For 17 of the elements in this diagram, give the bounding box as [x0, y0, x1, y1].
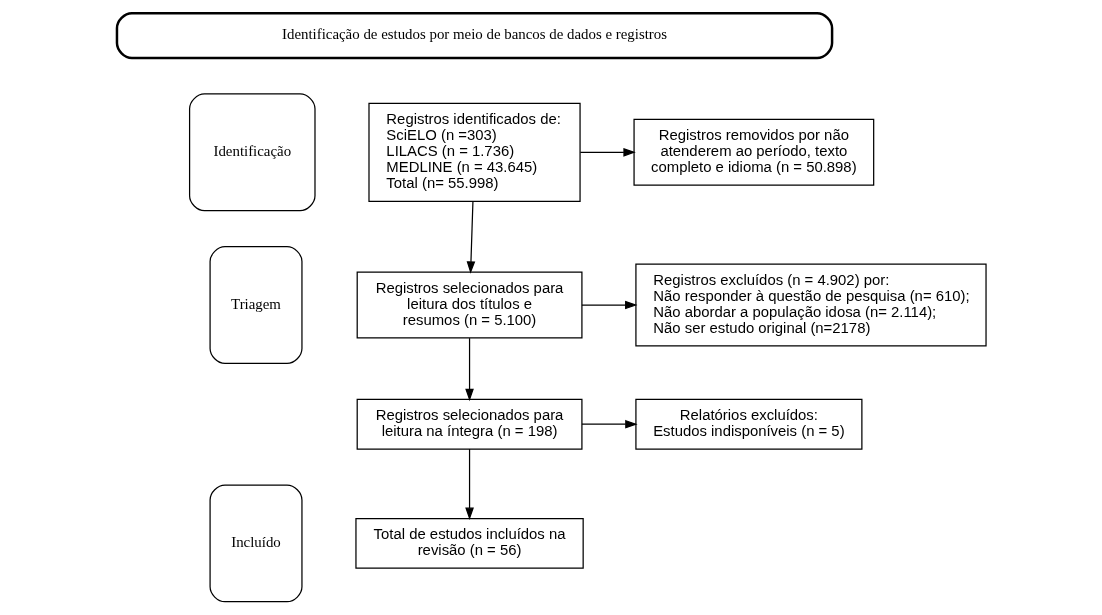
node-box: Registros removidos por não atenderem ao período, texto completo e idioma (n = 50.898) — [632, 118, 874, 186]
arrow — [580, 419, 638, 429]
arrow — [580, 300, 637, 310]
node-box: Registros selecionados para leitura dos títulos e resumos (n = 5.100) — [356, 271, 583, 339]
node-box: Identificação — [188, 93, 316, 212]
node-box: Triagem — [208, 246, 303, 364]
arrow — [466, 200, 475, 274]
node-box: Registros excluídos (n = 4.902) por: Não responder à questão de pesquisa (n= 610); Não abordar a população idosa (n= 2.114); Não ser estudo original (n=2178) — [634, 263, 987, 347]
node-box: Identificação de estudos por meio de bancos de dados e registros — [115, 12, 833, 60]
arrow — [464, 337, 474, 402]
arrow — [464, 448, 474, 521]
node-box: Incluído — [208, 484, 303, 603]
node-box: Total de estudos incluídos na revisão (n = 56) — [354, 517, 584, 569]
node-box: Registros selecionados para leitura na íntegra (n = 198) — [356, 398, 583, 450]
node-box: Relatórios excluídos: Estudos indisponíveis (n = 5) — [634, 398, 862, 450]
arrow — [579, 147, 636, 157]
node-box: Registros identificados de: SciELO (n =303) LILACS (n = 1.736) MEDLINE (n = 43.645) Total (n= 55.998) — [367, 102, 581, 202]
